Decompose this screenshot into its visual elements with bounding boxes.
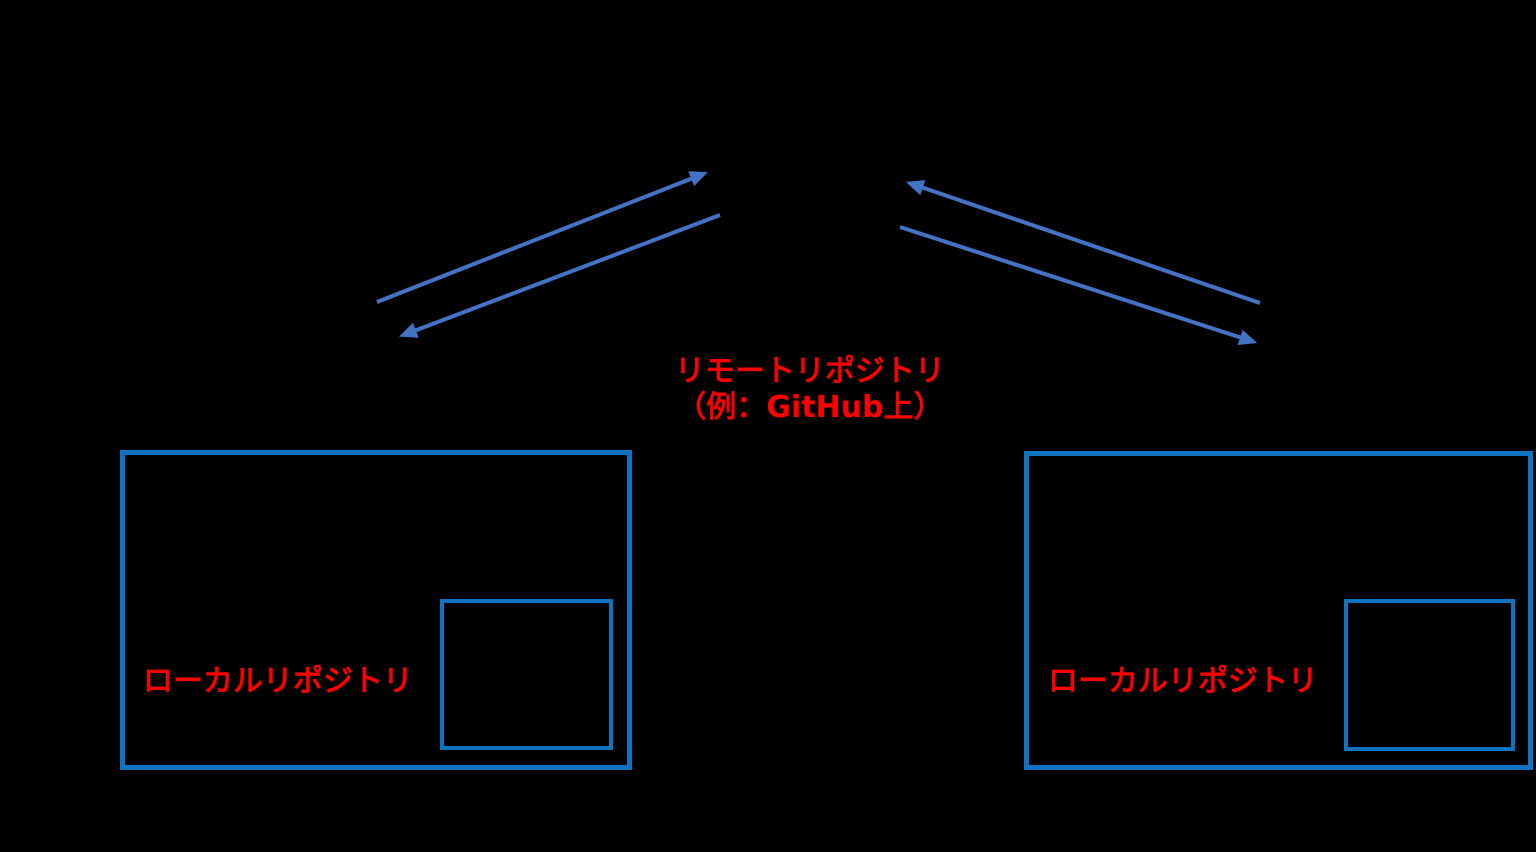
local-repository-label-right: ローカルリポジトリ: [1048, 664, 1318, 699]
local-repository-box-right: [1024, 451, 1533, 770]
local-repository-box-left: [120, 450, 632, 770]
arrow-left-local-to-remote-icon: [376, 171, 708, 304]
local-repository-label-left: ローカルリポジトリ: [143, 664, 413, 699]
arrow-right-local-to-remote-icon: [905, 180, 1261, 305]
arrow-remote-to-left-local-icon: [399, 213, 721, 338]
arrow-remote-to-right-local-icon: [899, 225, 1258, 345]
working-area-box-left: [440, 599, 613, 750]
remote-repository-label: リモートリポジトリ （例：GitHub上）: [560, 354, 1060, 426]
working-area-box-right: [1344, 599, 1515, 751]
remote-repository-label-line1: リモートリポジトリ: [675, 354, 945, 389]
remote-repository-label-line2: （例：GitHub上）: [676, 390, 944, 425]
